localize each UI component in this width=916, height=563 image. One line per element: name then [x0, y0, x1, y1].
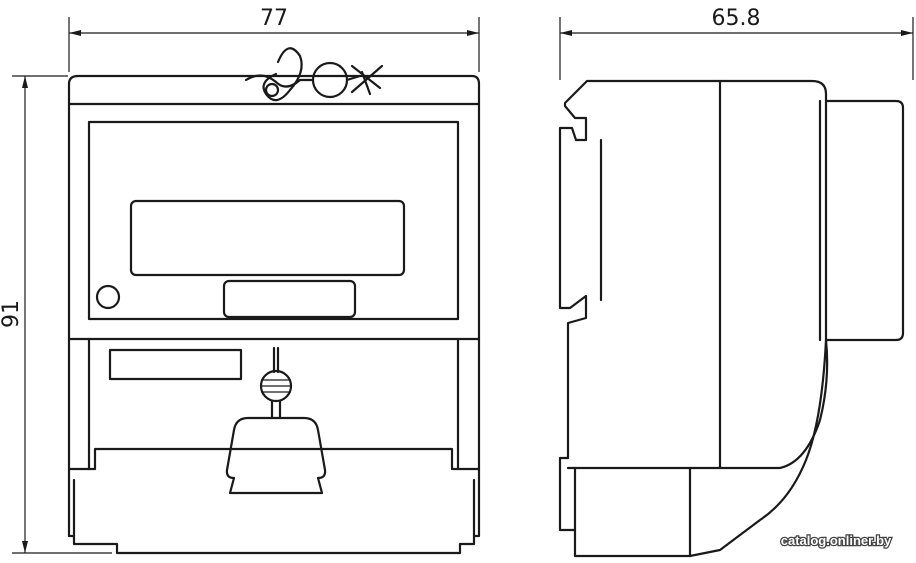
side-view [558, 79, 905, 558]
dimension-height-label: 91 [0, 300, 24, 328]
top-seal [244, 47, 384, 102]
optical-port [222, 279, 357, 319]
dimension-width-label: 77 [260, 6, 288, 31]
dimension-width-front: 77 [68, 6, 480, 72]
lcd-display [129, 199, 406, 277]
bottom-seal [225, 346, 327, 495]
front-view [67, 47, 481, 555]
dimension-depth-side: 65.8 [559, 6, 914, 80]
indicator-led [95, 284, 121, 310]
watermark-text: catalog.onliner.by [781, 533, 892, 548]
front-housing [67, 74, 481, 555]
display-window-frame [87, 120, 460, 321]
nameplate-label [108, 348, 243, 381]
side-housing [558, 79, 905, 558]
seal-tag [225, 416, 327, 495]
dimension-depth-label: 65.8 [712, 6, 761, 31]
dimension-height: 91 [0, 75, 112, 554]
